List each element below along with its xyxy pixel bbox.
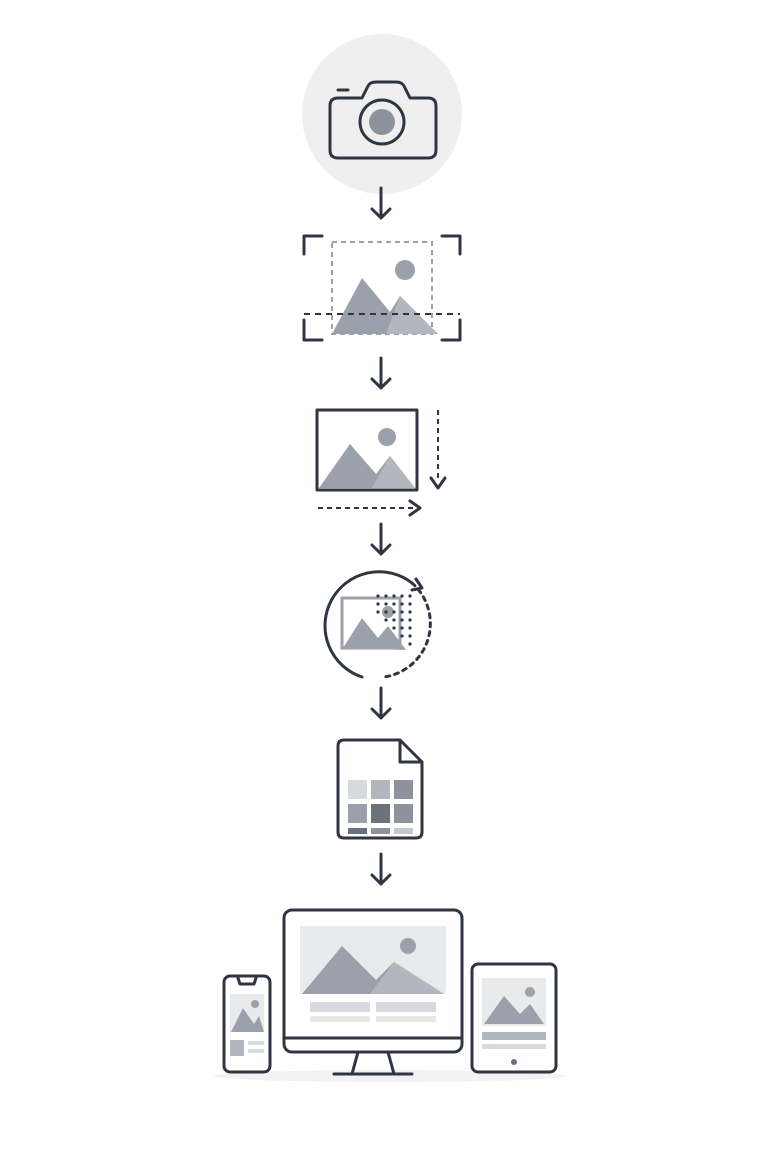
down-arrow-icon: [370, 356, 392, 390]
down-arrow-icon: [370, 522, 392, 556]
down-arrow-icon: [370, 852, 392, 886]
resize-image-icon: [315, 408, 447, 517]
camera-icon: [302, 34, 462, 194]
rotate-compress-image-icon: [323, 570, 432, 679]
down-arrow-icon: [370, 186, 392, 220]
image-file-icon: [336, 738, 424, 840]
down-arrow-icon: [370, 686, 392, 720]
responsive-devices-icon: [214, 908, 566, 1082]
crop-image-icon: [302, 234, 462, 342]
